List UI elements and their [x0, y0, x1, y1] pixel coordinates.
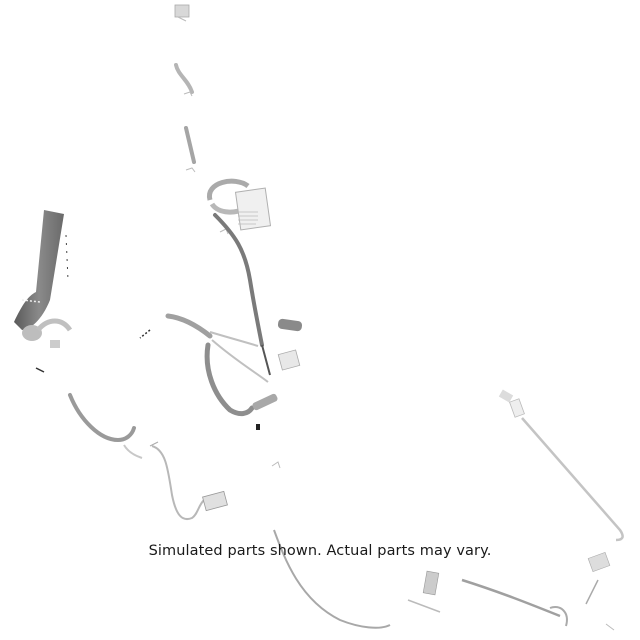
- disclaimer-caption: Simulated parts shown. Actual parts may …: [148, 543, 492, 559]
- top-connector: [174, 4, 190, 22]
- short-hose: [174, 63, 194, 97]
- right-probe-cable: [498, 389, 624, 542]
- straight-tube: [184, 126, 196, 173]
- main-hose-vertical: [213, 213, 303, 376]
- bottom-harness: [271, 461, 615, 631]
- center-hose-bundle: [139, 313, 278, 430]
- long-cable-with-plug: [149, 441, 228, 520]
- curved-hose-lower-left: [68, 393, 143, 459]
- large-intake-tube: [14, 210, 73, 373]
- reservoir-assembly: [207, 178, 272, 235]
